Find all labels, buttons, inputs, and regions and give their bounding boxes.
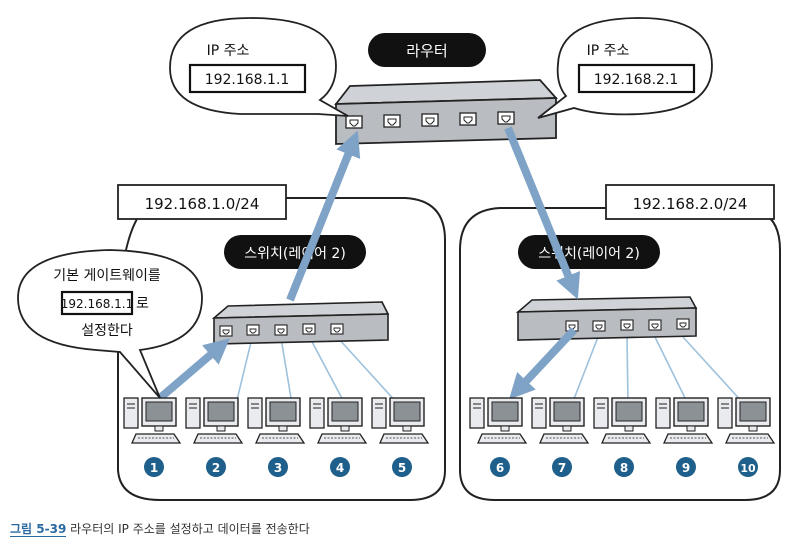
network-zone-left	[117, 197, 446, 501]
pc-3	[247, 397, 305, 444]
router-port-3	[421, 113, 439, 127]
gateway-ip-box	[60, 290, 134, 316]
pc-9	[655, 397, 713, 444]
switch-left-port-5	[330, 323, 344, 335]
switch-right-port-4	[648, 319, 662, 331]
router-device	[334, 79, 558, 145]
pc-badge-5: 5	[398, 461, 406, 475]
cables-left	[235, 337, 399, 405]
arrow-switch-to-pc6	[509, 327, 577, 400]
router-ip-box-right	[577, 63, 696, 94]
switch-right-port-5	[676, 318, 690, 330]
subnet-box-left	[117, 184, 287, 220]
network-zone-right	[459, 207, 781, 501]
data-flow-arrows	[157, 126, 581, 402]
pc-4	[309, 397, 367, 444]
network-diagram: 192.168.1.0/24 192.168.2.0/24 라우터 IP 주소 …	[17, 17, 781, 501]
pc-badge-10: 10	[740, 462, 756, 475]
figure-number: 그림 5-39	[10, 522, 67, 537]
switch-left-port-2	[246, 324, 260, 336]
gateway-suffix: 로	[136, 296, 149, 312]
gateway-line1: 기본 게이트웨이를	[53, 268, 161, 284]
switch-left	[211, 301, 390, 345]
gateway-line3: 설정한다	[81, 323, 133, 339]
router-ip-label-right: IP 주소	[587, 43, 630, 59]
router-port-4	[459, 112, 477, 126]
router-port-1	[345, 115, 363, 129]
switch-left-port-3	[274, 324, 288, 336]
pc-5	[371, 397, 429, 444]
pc-badge-8: 8	[620, 461, 628, 475]
switch-label-pill-left	[224, 235, 366, 269]
switch-right	[515, 296, 698, 341]
subnet-box-right	[605, 184, 775, 220]
pc-6	[469, 397, 527, 444]
pc-10	[717, 397, 775, 444]
router-ip-label-left: IP 주소	[207, 43, 250, 59]
pc-8	[593, 397, 651, 444]
arrow-pc1-to-switch	[157, 338, 230, 402]
pc-badge-9: 9	[682, 461, 690, 475]
pc-badges: 1 2 3 4 5 6 7 8 9 10	[144, 457, 758, 477]
cables-right	[571, 336, 745, 405]
subnet-label-right: 192.168.2.0/24	[633, 195, 748, 213]
pc-2	[185, 397, 243, 444]
router-ip-box-left	[188, 63, 307, 94]
switch-left-port-4	[302, 323, 316, 335]
switch-right-port-2	[592, 320, 606, 332]
switch-label-left: 스위치(레이어 2)	[244, 246, 346, 262]
switch-left-port-1	[219, 325, 233, 337]
router-port-2	[383, 114, 401, 128]
switch-right-port-3	[620, 319, 634, 331]
pc-badge-4: 4	[336, 461, 344, 475]
arrow-router-to-switch	[504, 126, 581, 300]
router-label-pill	[368, 33, 486, 67]
pc-badge-2: 2	[212, 461, 220, 475]
router-ip-left: 192.168.1.1	[205, 72, 290, 88]
pc-badge-6: 6	[496, 461, 504, 475]
router-ip-right: 192.168.2.1	[594, 72, 679, 88]
figure-caption-text: 라우터의 IP 주소를 설정하고 데이터를 전송한다	[70, 522, 310, 536]
pcs-right	[469, 397, 775, 444]
gateway-bubble	[17, 249, 203, 399]
figure-caption: 그림 5-39 라우터의 IP 주소를 설정하고 데이터를 전송한다	[10, 520, 310, 537]
router-port-5	[497, 111, 515, 125]
arrow-switch-to-router	[286, 130, 361, 302]
pcs-left	[123, 397, 429, 444]
pc-badge-7: 7	[558, 461, 566, 475]
pc-7	[531, 397, 589, 444]
router-label: 라우터	[406, 42, 447, 60]
pc-badge-3: 3	[274, 461, 282, 475]
gateway-ip: 192.168.1.1	[61, 297, 134, 311]
pc-1	[123, 397, 181, 444]
subnet-label-left: 192.168.1.0/24	[145, 195, 260, 213]
pc-badge-1: 1	[150, 461, 158, 475]
